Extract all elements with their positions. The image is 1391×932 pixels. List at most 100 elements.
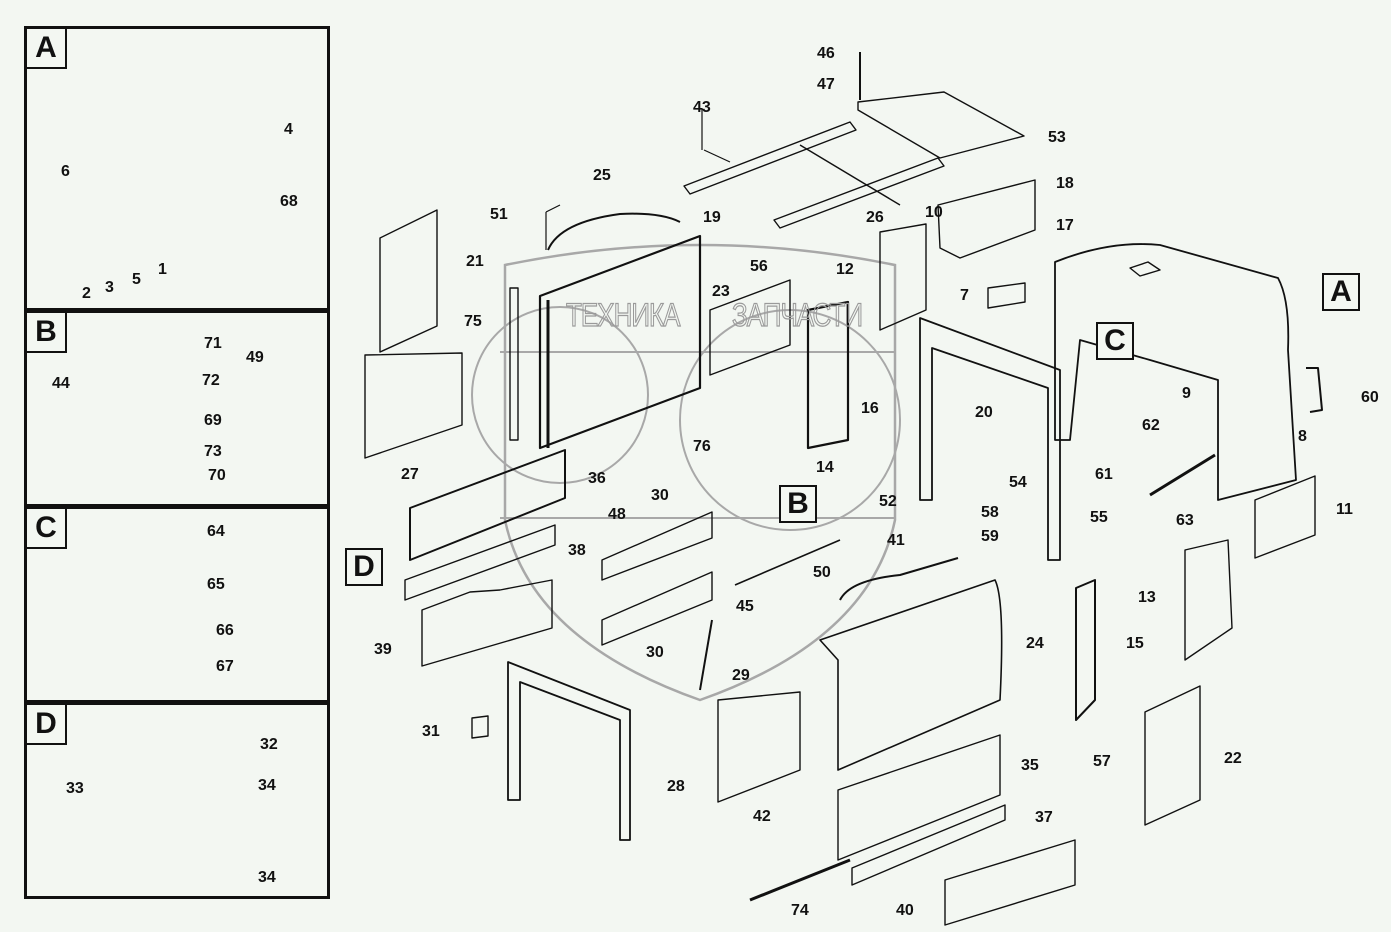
- insulation-27: [364, 352, 463, 459]
- callout-panel-c-67: 67: [216, 658, 234, 675]
- callout-part-62: 62: [1142, 417, 1160, 434]
- view-tag-d: D: [345, 548, 383, 586]
- callout-part-18: 18: [1056, 175, 1074, 192]
- roof-panel-53: [857, 91, 1025, 159]
- post-frame-20: [919, 317, 1061, 561]
- detail-panel-d-tag: D: [27, 705, 67, 745]
- callout-part-53: 53: [1048, 129, 1066, 146]
- callout-part-25: 25: [593, 167, 611, 184]
- watermark-left-text: ТЕХНИКА: [566, 296, 682, 335]
- block-7: [987, 282, 1026, 309]
- callout-panel-d-32: 32: [260, 736, 278, 753]
- rail-38: [404, 524, 556, 601]
- callout-part-43: 43: [693, 99, 711, 116]
- callout-part-16: 16: [861, 400, 879, 417]
- callout-part-14: 14: [816, 459, 834, 476]
- rod-50: [734, 539, 841, 586]
- callout-panel-b-71: 71: [204, 335, 222, 352]
- bar-63: [1149, 453, 1216, 497]
- cab-shell-8: [1054, 243, 1297, 501]
- callout-part-38: 38: [568, 542, 586, 559]
- panel-39: [421, 579, 553, 667]
- detail-panel-d: D: [24, 702, 330, 899]
- callout-part-56: 56: [750, 258, 768, 275]
- view-tag-a: A: [1322, 273, 1360, 311]
- callout-part-37: 37: [1035, 809, 1053, 826]
- callout-part-74: 74: [791, 902, 809, 919]
- callout-part-48: 48: [608, 506, 626, 523]
- handle-25: [547, 212, 681, 251]
- callout-part-75: 75: [464, 313, 482, 330]
- callout-part-36: 36: [588, 470, 606, 487]
- callout-panel-d-33: 33: [66, 780, 84, 797]
- callout-part-30: 30: [646, 644, 664, 661]
- panel-40: [944, 839, 1076, 926]
- callout-part-13: 13: [1138, 589, 1156, 606]
- callout-part-60: 60: [1361, 389, 1379, 406]
- callout-panel-b-73: 73: [204, 443, 222, 460]
- roof-hatch: [1129, 261, 1161, 277]
- insulation-21: [379, 209, 438, 353]
- watermark-circle-left: [471, 306, 649, 484]
- detail-panel-c: C: [24, 506, 330, 703]
- lower-frame-36: [409, 449, 566, 561]
- door-frame-14: [806, 300, 850, 450]
- trim-30-upper: [601, 511, 713, 581]
- rod-74: [749, 858, 851, 902]
- callout-part-41: 41: [887, 532, 905, 549]
- callout-part-47: 47: [817, 76, 835, 93]
- callout-part-57: 57: [1093, 753, 1111, 770]
- callout-panel-a-1: 1: [158, 261, 167, 278]
- callout-panel-b-49: 49: [246, 349, 264, 366]
- strip-37: [851, 804, 1006, 886]
- callout-panel-a-5: 5: [132, 271, 141, 288]
- callout-panel-d-34: 34: [258, 777, 276, 794]
- callout-panel-d-34: 34: [258, 869, 276, 886]
- callout-part-9: 9: [1182, 385, 1191, 402]
- handle-41: [839, 557, 959, 601]
- insulation-13: [1184, 539, 1233, 661]
- panel-56: [709, 279, 791, 376]
- callout-part-61: 61: [1095, 466, 1113, 483]
- callout-part-52: 52: [879, 493, 897, 510]
- roof-crossbar: [799, 144, 901, 206]
- callout-part-63: 63: [1176, 512, 1194, 529]
- callout-part-7: 7: [960, 287, 969, 304]
- detail-panel-c-tag: C: [27, 509, 67, 549]
- callout-panel-a-2: 2: [82, 285, 91, 302]
- callout-part-42: 42: [753, 808, 771, 825]
- callout-part-11: 11: [1336, 501, 1353, 518]
- rear-frame-23: [538, 234, 702, 450]
- callout-part-12: 12: [836, 261, 854, 278]
- callout-panel-b-69: 69: [204, 412, 222, 429]
- handle-60: [1306, 367, 1323, 413]
- callout-panel-b-70: 70: [208, 467, 226, 484]
- callout-part-10: 10: [925, 204, 943, 221]
- roof-rail-26: [773, 157, 945, 229]
- callout-part-20: 20: [975, 404, 993, 421]
- callout-part-58: 58: [981, 504, 999, 521]
- view-tag-b: B: [779, 485, 817, 523]
- callout-part-46: 46: [817, 45, 835, 62]
- callout-panel-a-6: 6: [61, 163, 70, 180]
- insulation-42: [717, 691, 801, 803]
- callout-part-51: 51: [490, 206, 508, 223]
- leader-line: [545, 204, 561, 213]
- panel-35: [837, 734, 1001, 861]
- roof-rail-43: [683, 121, 857, 195]
- callout-part-21: 21: [466, 253, 484, 270]
- view-tag-c: C: [1096, 322, 1134, 360]
- callout-part-22: 22: [1224, 750, 1242, 767]
- callout-part-45: 45: [736, 598, 754, 615]
- callout-part-17: 17: [1056, 217, 1074, 234]
- callout-part-8: 8: [1298, 428, 1307, 445]
- watermark-right-text: ЗАПЧАСТИ: [731, 296, 863, 335]
- callout-panel-c-64: 64: [207, 523, 225, 540]
- insulation-12: [879, 223, 927, 331]
- callout-part-26: 26: [866, 209, 884, 226]
- callout-panel-a-4: 4: [284, 121, 293, 138]
- leader-line: [703, 149, 731, 163]
- front-frame-28: [507, 661, 631, 841]
- detail-panel-a-tag: A: [27, 29, 67, 69]
